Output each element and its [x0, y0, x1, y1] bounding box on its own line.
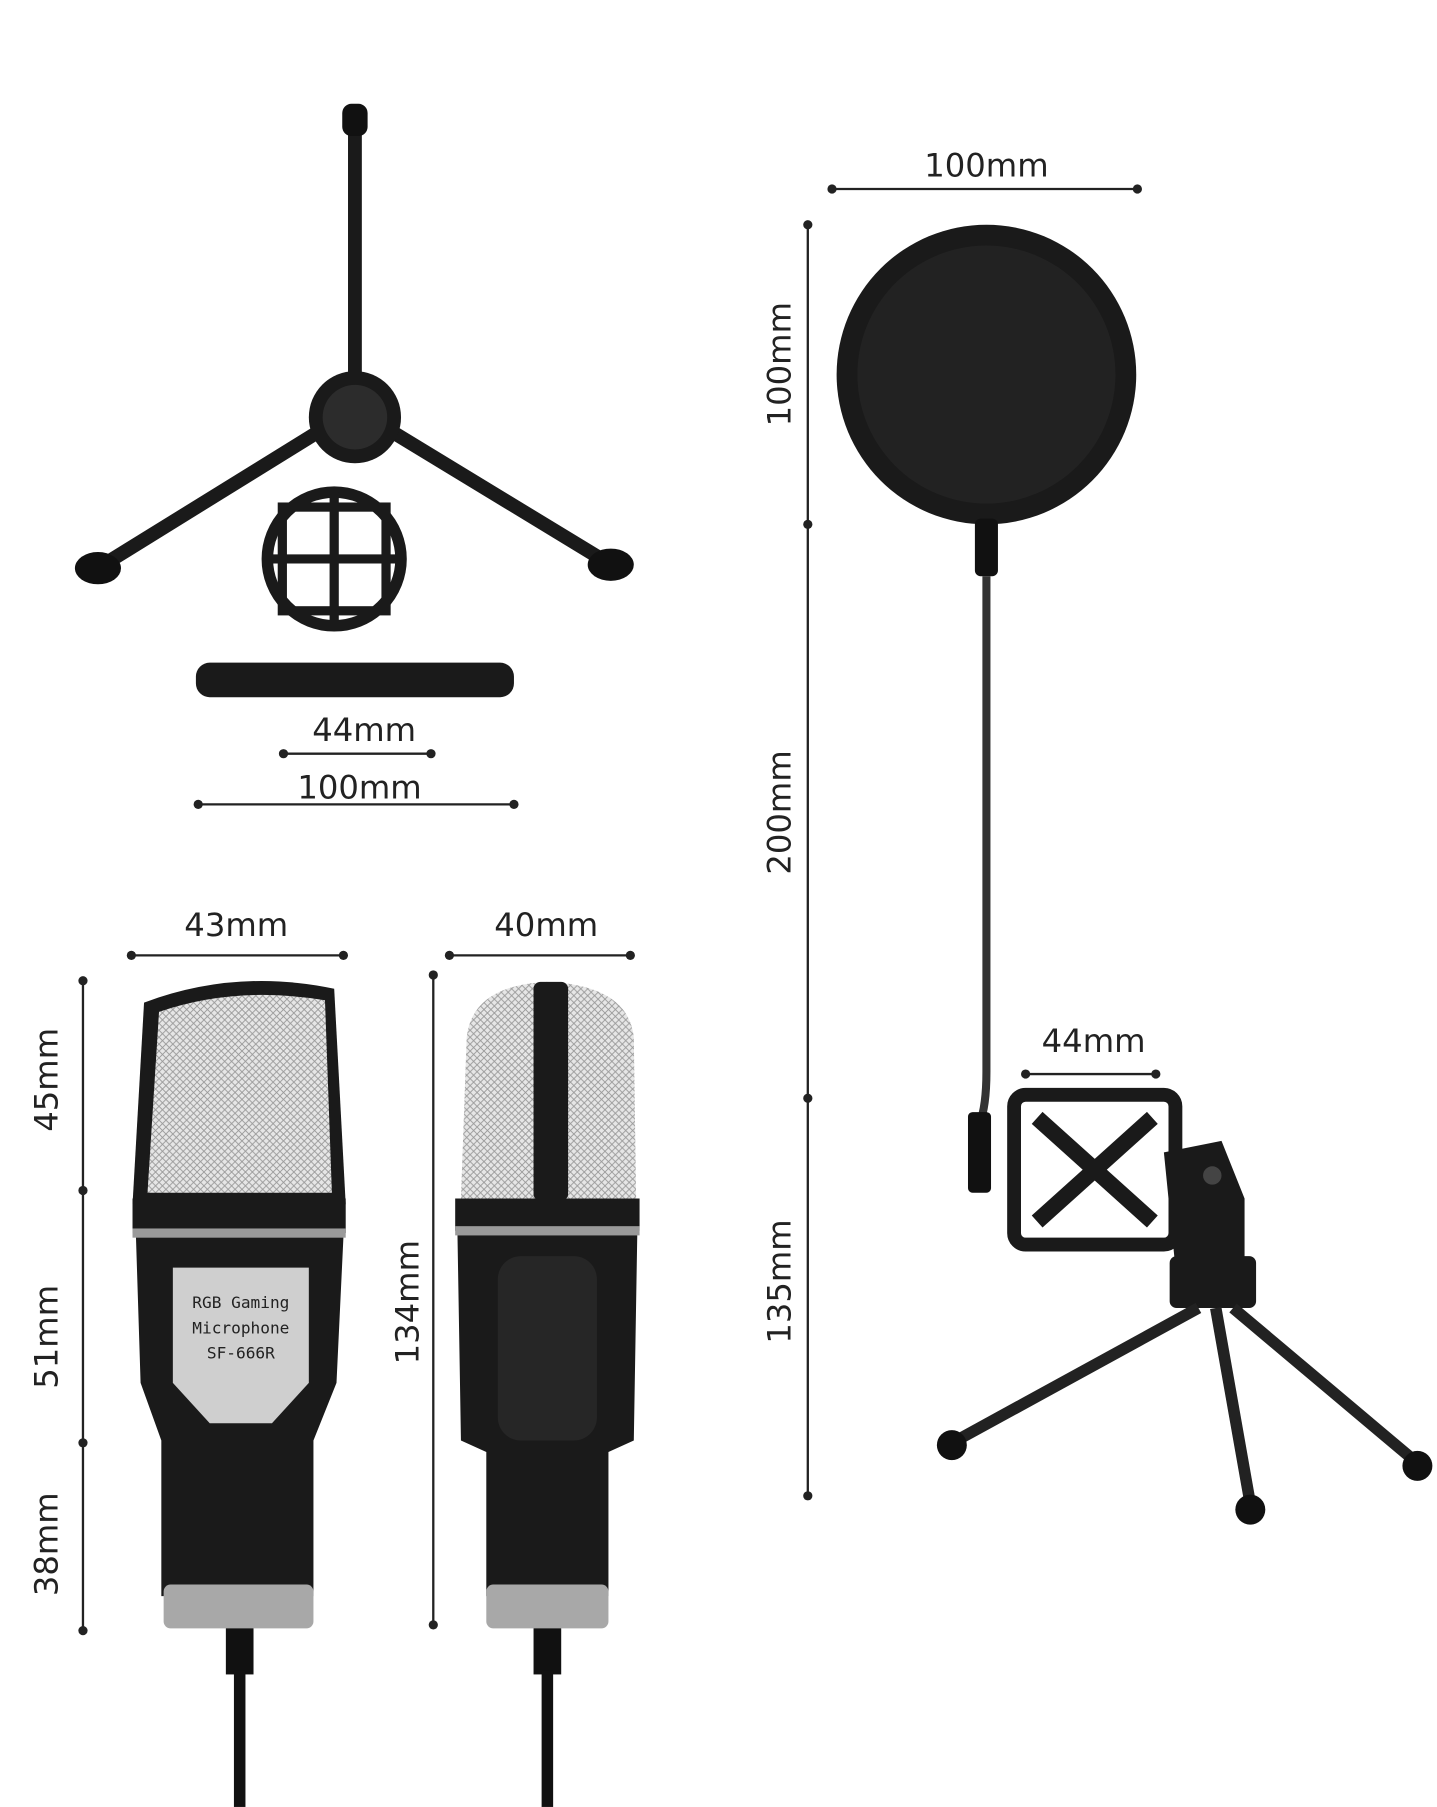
dimension-label: 200mm: [761, 750, 799, 874]
pop-filter-width-dimension: 100mm: [827, 146, 1142, 194]
dimension-label: 51mm: [28, 1285, 66, 1389]
pop-filter-height-dimensions: 100mm 200mm 135mm: [761, 220, 813, 1501]
dimension-label: 134mm: [388, 1240, 426, 1364]
mic-label-line: SF-666R: [207, 1344, 275, 1363]
dimension-label: 100mm: [761, 302, 799, 426]
microphone-front-view: RGB Gaming Microphone SF-666R: [132, 980, 346, 1807]
shock-mount-width-dimension: 44mm: [1020, 1022, 1161, 1079]
mic-front-width-dimension: 43mm: [126, 906, 349, 960]
tripod-leg-span-dimension: 100mm: [193, 769, 519, 810]
dimension-label: 43mm: [184, 906, 288, 944]
dimension-label: 135mm: [761, 1219, 799, 1343]
dimension-label: 44mm: [1042, 1022, 1146, 1060]
dimension-label: 100mm: [297, 769, 421, 807]
mic-side-height-dimension: 134mm: [388, 970, 438, 1630]
dimension-label: 100mm: [924, 146, 1048, 184]
mic-front-height-dimensions: 45mm 51mm 38mm: [28, 976, 88, 1636]
microphone-side-view: [455, 981, 640, 1807]
tripod-base-width-dimension: 44mm: [278, 711, 436, 759]
dimension-label: 45mm: [28, 1028, 66, 1132]
dimension-label: 38mm: [28, 1492, 66, 1596]
tripod-stand: [74, 103, 634, 698]
mic-label-line: Microphone: [192, 1318, 289, 1337]
dimension-label: 40mm: [494, 906, 598, 944]
mic-side-width-dimension: 40mm: [444, 906, 635, 960]
mic-label-line: RGB Gaming: [192, 1293, 289, 1312]
dimension-label: 44mm: [312, 711, 416, 749]
pop-filter-assembly: [836, 224, 1433, 1525]
